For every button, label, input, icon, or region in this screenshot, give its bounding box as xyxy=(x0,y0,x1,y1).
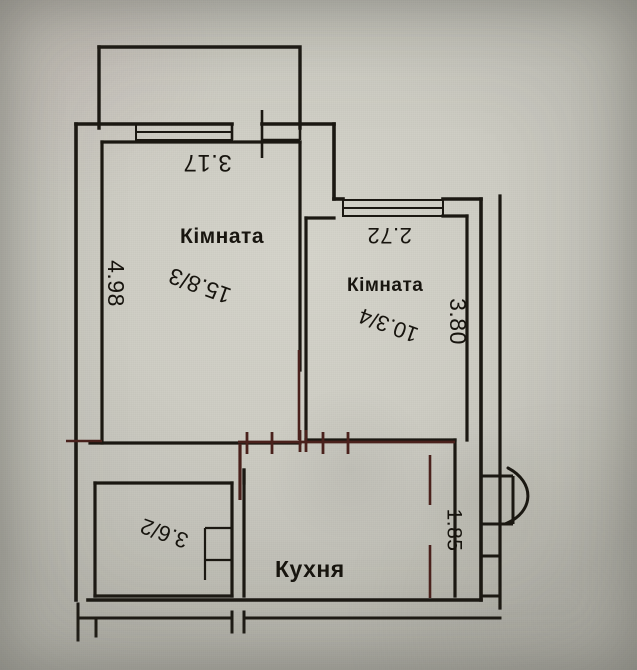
exterior-walls xyxy=(74,122,483,602)
entry-door-frame xyxy=(481,474,515,526)
interior-doorways xyxy=(203,526,232,580)
balcony-outline xyxy=(97,45,302,130)
room2-step-wall xyxy=(304,214,469,442)
bottom-dimension-lines xyxy=(76,602,502,642)
entry-door-swing-arc xyxy=(503,466,530,526)
entry-door-sill xyxy=(481,554,500,598)
window-room2 xyxy=(342,199,444,217)
balcony-door-posts xyxy=(230,110,302,158)
interior-walls xyxy=(88,140,457,598)
window-room1 xyxy=(135,123,233,141)
annotation-measure-line-horizontal xyxy=(238,430,455,454)
